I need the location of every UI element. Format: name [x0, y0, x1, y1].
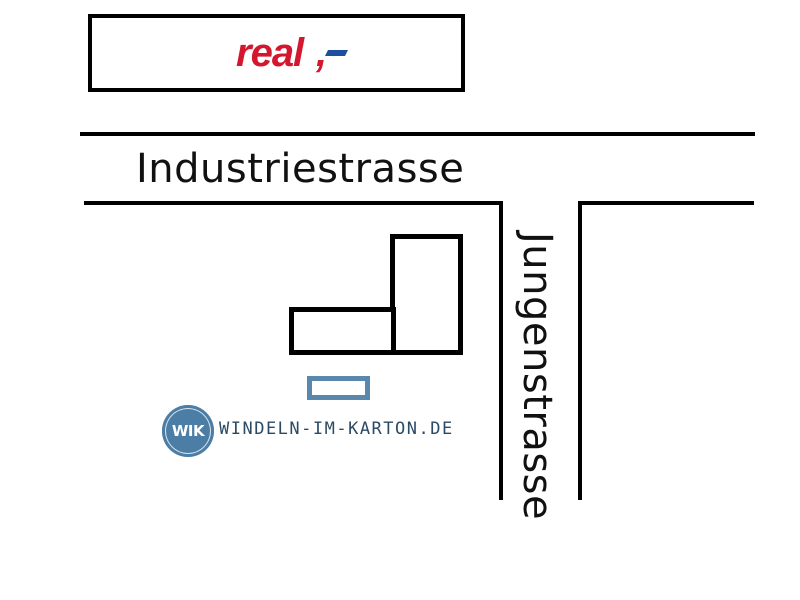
industriestrasse-south-edge-east [580, 201, 754, 205]
wik-badge-text: WIK [171, 422, 205, 440]
industriestrasse-south-edge-west [84, 201, 503, 205]
wik-wordmark: WINDELN-IM-KARTON.DE [219, 419, 454, 439]
jungenstrasse-label-text: Jungenstrasse [514, 232, 560, 521]
industriestrasse-north-edge [80, 132, 755, 136]
jungenstrasse-label: Jungenstrasse [508, 232, 588, 520]
supermarket-building [88, 14, 465, 92]
building-tall [390, 234, 463, 355]
wik-badge-logo: WIK [162, 405, 214, 457]
building-wide [289, 307, 396, 355]
store-location-marker [307, 376, 370, 400]
jungenstrasse-east-edge [578, 201, 582, 500]
real-logo: real , [236, 31, 348, 74]
svg-text:real: real [236, 31, 305, 74]
industriestrasse-label: Industriestrasse [136, 146, 465, 192]
svg-text:,: , [315, 31, 327, 74]
jungenstrasse-west-edge [499, 201, 503, 500]
